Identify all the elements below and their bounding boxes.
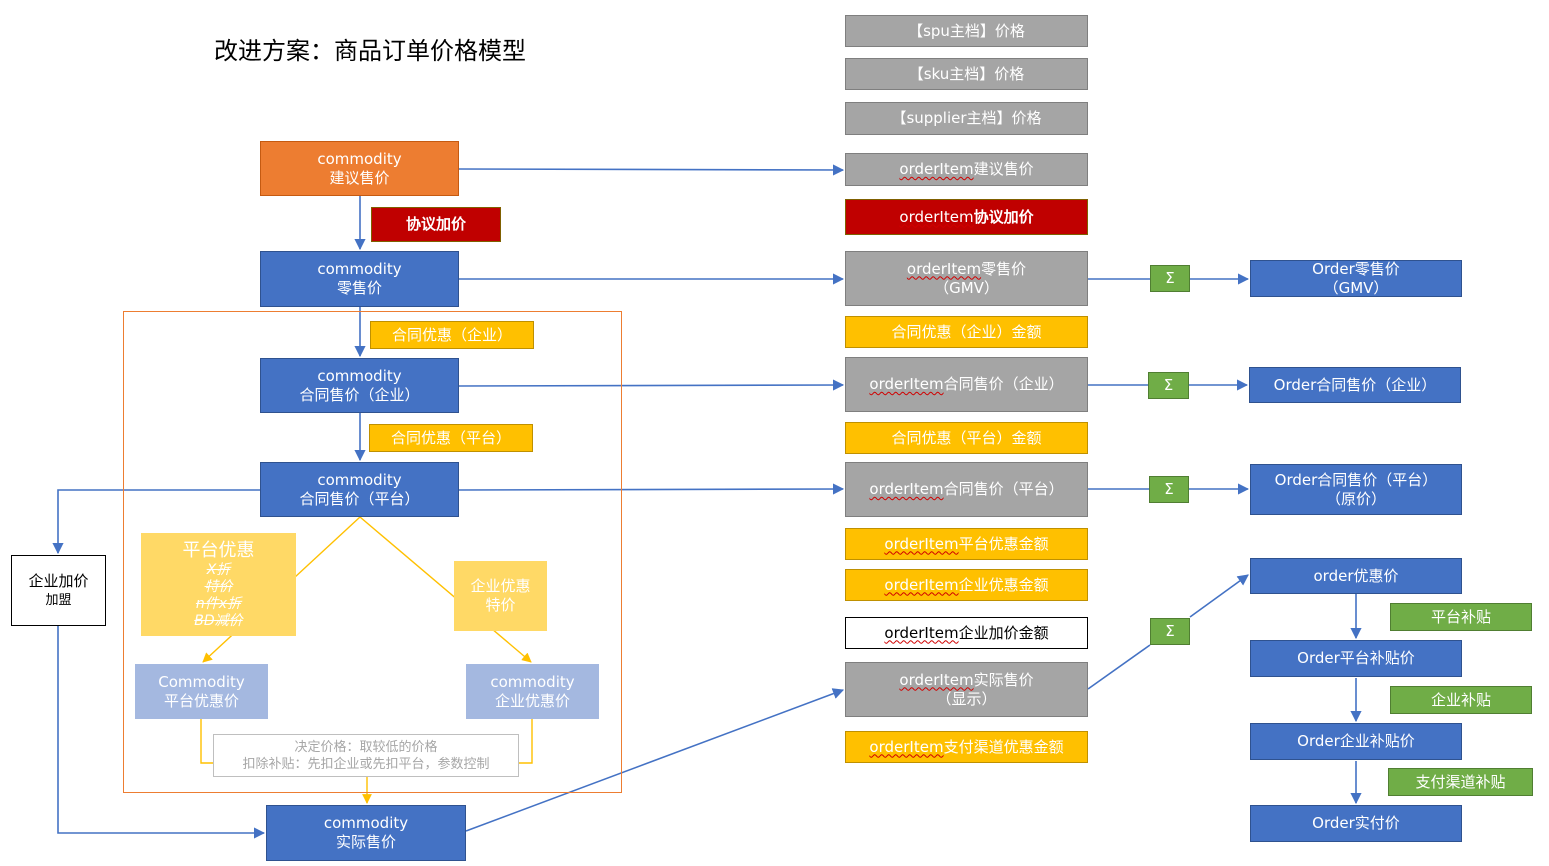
page-title: 改进方案：商品订单价格模型: [214, 37, 526, 65]
promo-item: n件x折: [195, 595, 242, 612]
orderitem-plat-promo-amount: orderItem平台优惠金额: [845, 528, 1088, 560]
order-promo-price: order优惠价: [1250, 558, 1462, 594]
sum-icon: Σ: [1150, 618, 1190, 645]
sum-icon: Σ: [1149, 476, 1189, 503]
commodity-actual-price: commodity 实际售价: [266, 805, 466, 861]
orderitem-suggested-price: orderItem建议售价: [845, 153, 1088, 186]
order-plat-subsidy-price: Order平台补贴价: [1250, 640, 1462, 677]
order-contract-ent-price: Order合同售价（企业）: [1249, 367, 1461, 403]
arrow-sigma4-to-order-promo: [1189, 574, 1249, 618]
commodity-suggested-price: commodity 建议售价: [260, 141, 459, 196]
order-ent-subsidy-price: Order企业补贴价: [1250, 723, 1462, 760]
commodity-contract-plat-price: commodity 合同售价（平台）: [260, 462, 459, 517]
supplier-price: 【supplier主档】价格: [845, 102, 1088, 135]
orderitem-actual-price: orderItem实际售价 （显示）: [845, 662, 1088, 717]
commodity-ent-promo-price: commodity 企业优惠价: [466, 664, 599, 719]
orderitem-ent-markup-amount: orderItem企业加价金额: [845, 617, 1088, 649]
sku-price: 【sku主档】价格: [845, 58, 1088, 90]
enterprise-markup-box: 企业加价 加盟: [11, 555, 106, 626]
arrow-suggested-to-orderitem: [458, 164, 845, 176]
commodity-contract-ent-price: commodity 合同售价（企业）: [260, 358, 459, 413]
order-retail-price: Order零售价 （GMV）: [1250, 260, 1462, 297]
order-contract-plat-price: Order合同售价（平台） （原价）: [1250, 464, 1462, 515]
orderitem-contract-plat-price: orderItem合同售价（平台）: [845, 462, 1088, 517]
orderitem-pay-channel-amount: orderItem支付渠道优惠金额: [845, 731, 1088, 763]
platform-subsidy-label: 平台补贴: [1390, 603, 1532, 631]
orderitem-retail-price: orderItem零售价 （GMV）: [845, 251, 1088, 306]
orderitem-contract-ent-price: orderItem合同售价（企业）: [845, 357, 1088, 412]
decision-note: 决定价格：取较低的价格 扣除补贴：先扣企业或先扣平台，参数控制: [213, 734, 519, 777]
contract-frame: [123, 311, 622, 793]
contract-ent-amount: 合同优惠（企业）金额: [845, 316, 1088, 348]
contract-discount-ent-label: 合同优惠（企业）: [370, 321, 534, 349]
platform-promo-box: 平台优惠 X折 特价 n件x折 BD减价: [141, 533, 296, 636]
promo-item: X折: [206, 561, 231, 578]
orderitem-agreed-markup: orderItem协议加价: [845, 199, 1088, 235]
promo-item: 特价: [204, 578, 233, 595]
order-paid-price: Order实付价: [1250, 805, 1462, 842]
sum-icon: Σ: [1150, 265, 1190, 292]
enterprise-subsidy-label: 企业补贴: [1390, 686, 1532, 714]
contract-discount-plat-label: 合同优惠（平台）: [369, 424, 533, 452]
enterprise-promo-box: 企业优惠 特价: [454, 561, 547, 631]
agreed-markup-label: 协议加价: [371, 207, 501, 242]
sum-icon: Σ: [1148, 372, 1189, 399]
pay-channel-subsidy-label: 支付渠道补贴: [1388, 768, 1533, 796]
spu-price: 【spu主档】价格: [845, 15, 1088, 47]
contract-plat-amount: 合同优惠（平台）金额: [845, 422, 1088, 454]
commodity-plat-promo-price: Commodity 平台优惠价: [135, 664, 268, 719]
commodity-retail-price: commodity 零售价: [260, 251, 459, 307]
orderitem-ent-promo-amount: orderItem企业优惠金额: [845, 569, 1088, 601]
promo-item: BD减价: [194, 612, 243, 629]
